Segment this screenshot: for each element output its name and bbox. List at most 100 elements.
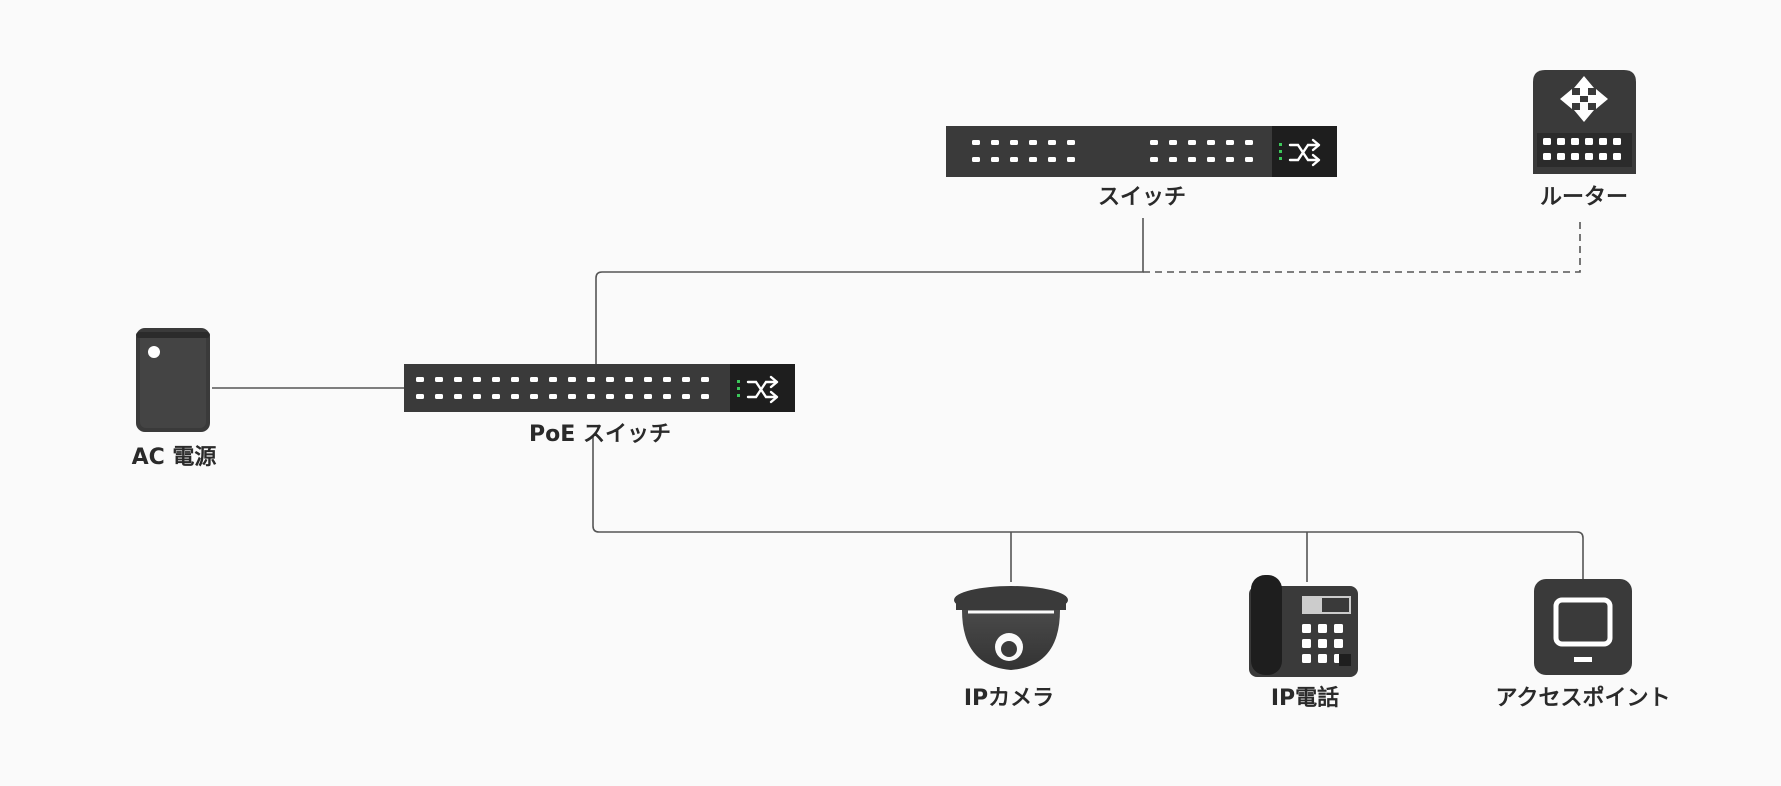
poe-switch-port — [530, 394, 538, 399]
switch-port — [1150, 140, 1158, 145]
router-port — [1543, 138, 1551, 145]
router-port — [1557, 138, 1565, 145]
poe-switch-port — [416, 377, 424, 382]
router-port — [1613, 153, 1621, 160]
switch-port — [1188, 157, 1196, 162]
poe-switch-port — [568, 394, 576, 399]
poe-switch-port — [644, 394, 652, 399]
phone-key — [1334, 624, 1343, 633]
phone-key — [1302, 654, 1311, 663]
phone-key — [1334, 639, 1343, 648]
switch-port — [1169, 140, 1177, 145]
switch-port — [1226, 157, 1234, 162]
label-ip-camera: IPカメラ — [963, 686, 1055, 711]
dome-camera-icon — [954, 586, 1068, 670]
poe-switch-port — [682, 394, 690, 399]
switch-port — [1207, 157, 1215, 162]
switch-port — [1150, 157, 1158, 162]
switch-port — [1029, 140, 1037, 145]
label-switch: スイッチ — [1097, 185, 1187, 210]
phone-key — [1318, 654, 1327, 663]
switch-port — [991, 157, 999, 162]
poe-switch-port — [701, 394, 709, 399]
switch-port — [1169, 157, 1177, 162]
poe-switch-port — [625, 394, 633, 399]
router-port — [1585, 153, 1593, 160]
power-adapter-icon — [136, 328, 210, 432]
switch-port — [1048, 157, 1056, 162]
poe-switch-port — [568, 377, 576, 382]
router-port — [1571, 138, 1579, 145]
poe-switch-port — [644, 377, 652, 382]
phone-key — [1318, 624, 1327, 633]
label-ip-phone: IP電話 — [1270, 686, 1340, 711]
label-access-point: アクセスポイント — [1495, 686, 1671, 711]
switch-leds — [1279, 143, 1282, 160]
poe-switch-port — [492, 394, 500, 399]
router-ports — [1543, 138, 1621, 160]
poe-switch-port — [511, 377, 519, 382]
poe-switch-leds — [737, 380, 740, 397]
label-ac-power: AC 電源 — [131, 445, 217, 470]
router-port — [1613, 138, 1621, 145]
poe-switch-port — [625, 377, 633, 382]
poe-switch-port — [606, 377, 614, 382]
poe-switch-port — [701, 377, 709, 382]
switch-port — [1245, 140, 1253, 145]
link-poe-switch-to-devices — [592, 436, 1584, 582]
router-port — [1571, 153, 1579, 160]
connections — [212, 218, 1584, 582]
phone-key — [1318, 639, 1327, 648]
poe-switch-shuffle-icon — [746, 375, 779, 404]
desk-phone-icon — [1249, 575, 1358, 677]
switch-port — [1226, 140, 1234, 145]
router-port — [1543, 153, 1551, 160]
poe-switch-port — [663, 377, 671, 382]
switch-port — [1048, 140, 1056, 145]
label-router: ルーター — [1539, 185, 1629, 210]
link-switch-to-router — [1143, 218, 1581, 273]
poe-switch-port — [549, 394, 557, 399]
poe-switch-port — [473, 394, 481, 399]
switch-port — [1029, 157, 1037, 162]
router-port — [1599, 138, 1607, 145]
phone-keypad — [1302, 624, 1343, 663]
label-poe-switch: PoE スイッチ — [529, 422, 671, 447]
router-arrows — [1560, 76, 1608, 122]
poe-switch-port — [663, 394, 671, 399]
poe-switch-port — [606, 394, 614, 399]
poe-switch-port — [454, 394, 462, 399]
switch-port — [1010, 157, 1018, 162]
poe-switch-ports — [416, 377, 709, 399]
switch-port — [1207, 140, 1215, 145]
switch-port — [991, 140, 999, 145]
poe-switch-port — [435, 394, 443, 399]
poe-switch-port — [435, 377, 443, 382]
switch-shuffle-icon — [1288, 138, 1321, 167]
switch-port — [972, 157, 980, 162]
poe-switch-port — [492, 377, 500, 382]
poe-switch-port — [682, 377, 690, 382]
phone-key — [1302, 639, 1311, 648]
router-icon — [1533, 70, 1636, 174]
switch-port — [1010, 140, 1018, 145]
switch-port — [1245, 157, 1253, 162]
network-switch-icon — [946, 126, 1337, 177]
switch-port — [1067, 140, 1075, 145]
link-poe-switch-to-switch — [595, 218, 1144, 364]
switch-ports — [972, 140, 1253, 162]
poe-switch-port — [473, 377, 481, 382]
access-point-icon — [1534, 579, 1632, 675]
switch-port — [1188, 140, 1196, 145]
poe-switch-port — [549, 377, 557, 382]
poe-switch-port — [530, 377, 538, 382]
poe-switch-port — [587, 377, 595, 382]
switch-port — [972, 140, 980, 145]
router-port — [1599, 153, 1607, 160]
poe-switch-icon — [404, 364, 795, 412]
router-port — [1585, 138, 1593, 145]
router-port — [1557, 153, 1565, 160]
switch-port — [1067, 157, 1075, 162]
